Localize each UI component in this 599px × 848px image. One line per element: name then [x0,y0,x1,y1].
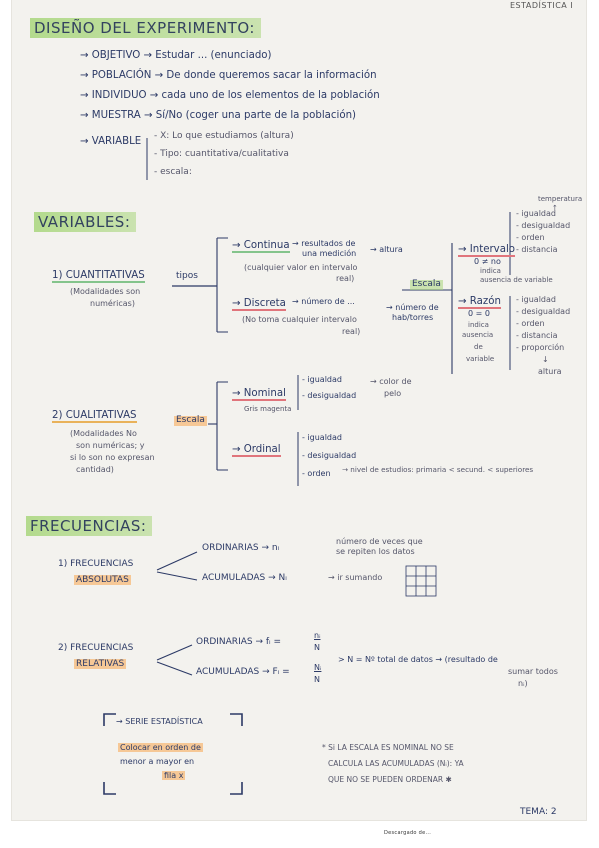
abs-acumuladas: ACUMULADAS → Nᵢ [202,573,287,583]
ordinal-example: → nivel de estudios: primaria < secund. … [342,465,534,474]
abs-ord-desc-1: número de veces que [336,537,423,546]
cualitativas-title: 2) CUALITATIVAS [52,410,137,423]
notebook-page: ESTADÍSTICA I DISEÑO DEL EXPERIMENTO: → … [12,0,586,820]
intervalo-label: → Intervalo [458,244,516,257]
intervalo-desc-3: ausencia de variable [480,276,553,284]
item-muestra: → MUESTRA → Sí/No (coger una parte de la… [80,110,356,121]
discreta-label: → Discreta [232,298,286,311]
nominal-example-2: pelo [384,389,402,398]
note-2: CALCULA LAS ACUMULADAS (Nᵢ): YA [328,759,464,768]
variable-x: - X: Lo que estudiamos (altura) [154,131,294,141]
escala2-label: Escala [174,415,207,426]
rel-acu-num: Nᵢ [314,663,322,672]
subject-tag: ESTADÍSTICA I [510,1,574,10]
cual-desc-2: son numéricas; y [76,441,145,450]
temperatura-arrow: ↑ [552,204,558,212]
razon-example: altura [538,367,562,376]
intervalo-desc-1: 0 ≠ no [474,257,501,266]
continua-desc-3: (cualquier valor en intervalo [244,263,358,272]
note-3: QUE NO SE PUEDEN ORDENAR ✱ [328,775,452,784]
item-poblacion: → POBLACIÓN → De donde queremos sacar la… [80,70,377,81]
continua-desc-4: real) [336,274,355,283]
abs-title-1: 1) FRECUENCIAS [58,559,134,569]
item-individuo: → INDIVIDUO → cada uno de los elementos … [80,90,380,101]
ordinal-item-1: - igualdad [302,433,342,442]
abs-title-2: ABSOLUTAS [74,575,131,585]
variable-escala: - escala: [154,167,192,177]
continua-desc-2: una medición [302,249,357,258]
rel-ordinarias: ORDINARIAS → fᵢ = [196,637,282,647]
ordinal-item-2: - desigualdad [302,451,357,460]
razon-example-arrow: ↓ [542,355,549,364]
serie-title: → SERIE ESTADÍSTICA [116,717,203,726]
note-1: * Si LA ESCALA ES NOMINAL NO SE [322,743,454,752]
ordinal-label: → Ordinal [232,444,281,457]
serie-desc-2: menor a mayor en [120,757,195,766]
razon-desc-4: de [474,343,483,351]
page-footer: Descargado de... [384,830,432,836]
razon-desc-1: 0 = 0 [468,309,490,318]
variable-tipo: - Tipo: cuantitativa/cualitativa [154,149,289,159]
tema-label: TEMA: 2 [520,807,557,817]
razon-label: → Razón [458,296,501,309]
razon-desc-3: ausencia [462,331,494,339]
intervalo-item-1: - igualdad [516,209,556,218]
rel-note-3: nᵢ) [518,679,528,688]
section-title-diseno: DISEÑO DEL EXPERIMENTO: [30,18,261,38]
discreta-example-1: → número de [386,303,439,312]
rel-acumuladas: ACUMULADAS → Fᵢ = [196,667,290,677]
continua-desc-1: → resultados de [292,239,356,248]
razon-desc-2: indica [468,321,489,329]
intervalo-item-3: - orden [516,233,545,242]
razon-item-2: - desigualdad [516,307,571,316]
continua-label: → Continua [232,240,290,253]
rel-note: > N = Nº total de datos → (resultado de [338,655,498,664]
section-title-frecuencias: FRECUENCIAS: [26,516,153,536]
discreta-desc-3: real) [342,327,361,336]
nominal-item-2: - desigualdad [302,391,357,400]
rel-ord-num: nᵢ [314,631,321,640]
discreta-desc-1: → número de ... [292,297,355,306]
serie-desc-3: fila x [162,771,186,780]
temperatura-label: temperatura [538,195,583,203]
cuantitativas-title: 1) CUANTITATIVAS [52,270,145,283]
razon-item-3: - orden [516,319,545,328]
cual-desc-4: cantidad) [76,465,114,474]
cual-desc-1: (Modalidades No [70,429,137,438]
razon-item-4: - distancia [516,331,558,340]
discreta-example-2: hab/torres [392,313,434,322]
rel-title-1: 2) FRECUENCIAS [58,643,134,653]
item-objetivo: → OBJETIVO → Estudar ... (enunciado) [80,50,272,61]
razon-item-1: - igualdad [516,295,556,304]
abs-acu-desc: → ir sumando [328,573,383,582]
nominal-label: → Nominal [232,388,286,401]
serie-desc-1: Colocar en orden de [118,743,203,752]
nominal-example-1: → color de [370,377,412,386]
intervalo-item-4: - distancia [516,245,558,254]
rel-ord-den: N [314,643,320,652]
escala-label: Escala [410,279,443,290]
intervalo-item-2: - desigualdad [516,221,571,230]
section-title-variables: VARIABLES: [34,212,137,232]
nominal-item-1: - igualdad [302,375,342,384]
razon-item-5: - proporción [516,343,565,352]
cual-desc-3: si lo son no expresan [70,453,155,462]
rel-note-2: sumar todos [508,667,558,676]
item-variable: → VARIABLE [80,136,142,147]
abs-ordinarias: ORDINARIAS → nᵢ [202,543,280,553]
nominal-sub: Gris magenta [244,405,292,413]
intervalo-desc-2: indica [480,267,501,275]
ordinal-item-3: - orden [302,469,331,478]
tipos-label: tipos [176,271,198,281]
continua-example: → altura [370,245,403,254]
cuant-desc-2: numéricas) [90,299,135,308]
cuant-desc-1: (Modalidades son [70,287,141,296]
discreta-desc-2: (No toma cualquier intervalo [242,315,357,324]
rel-title-2: RELATIVAS [74,659,127,669]
rel-acu-den: N [314,675,320,684]
razon-desc-5: variable [466,355,495,363]
abs-ord-desc-2: se repiten los datos [336,547,415,556]
